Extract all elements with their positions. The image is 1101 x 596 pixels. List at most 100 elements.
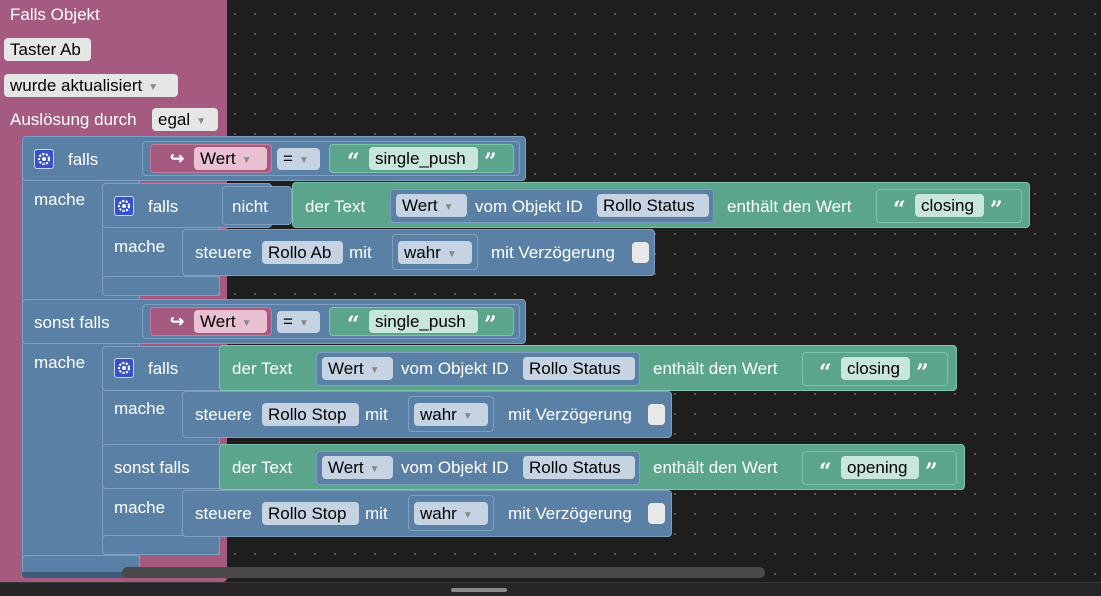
operator-dropdown[interactable]: =▼ <box>277 311 320 333</box>
wert-value: Wert <box>402 196 438 215</box>
wert-dropdown[interactable]: Wert▼ <box>396 194 467 217</box>
delay-checkbox[interactable] <box>648 503 665 524</box>
vom-objekt-id-label: vom Objekt ID <box>401 458 509 477</box>
mache-label: mache <box>114 399 166 418</box>
single-push-value: single_push <box>375 312 466 331</box>
inner-if-footer <box>102 535 220 555</box>
rollo-stop-value: Rollo Stop <box>268 504 347 523</box>
wert-value: Wert <box>328 458 364 477</box>
vom-objekt-id-label: vom Objekt ID <box>401 359 509 378</box>
dropdown-arrow-icon: ▼ <box>369 464 380 475</box>
delay-checkbox[interactable] <box>648 404 665 425</box>
wahr-value: wahr <box>404 243 441 262</box>
dropdown-arrow-icon: ▼ <box>446 249 457 260</box>
device-field[interactable]: Rollo Stop <box>262 403 359 426</box>
quote-icon: ” <box>990 197 1003 223</box>
object-id-field[interactable]: Rollo Status <box>523 357 635 380</box>
closing-value: closing <box>847 359 900 378</box>
opening-value: opening <box>847 458 908 477</box>
object-value: Taster Ab <box>10 40 81 59</box>
falls-label: falls <box>68 150 99 169</box>
wert-dropdown[interactable]: Wert ▼ <box>322 456 393 479</box>
wert-value: Wert <box>200 312 236 331</box>
trigger-dropdown[interactable]: wurde aktualisiert ▼ <box>4 74 178 97</box>
return-arrow-icon: ↪ <box>170 312 185 331</box>
egal-value: egal <box>158 110 191 129</box>
quote-icon: “ <box>819 459 832 485</box>
not-block[interactable] <box>222 186 292 225</box>
trigger-value: wurde aktualisiert <box>10 76 143 95</box>
falls-objekt-label: Falls Objekt <box>10 5 100 24</box>
steuere-label: steuere <box>195 243 252 262</box>
wert-dropdown[interactable]: Wert ▼ <box>194 310 267 333</box>
text-value-field[interactable]: closing <box>841 357 910 380</box>
mache-label: mache <box>34 190 86 209</box>
object-id-field[interactable]: Rollo Status <box>523 456 635 479</box>
falls-label: falls <box>148 197 179 216</box>
enthaelt-label: enthält den Wert <box>653 359 778 378</box>
boolean-dropdown[interactable]: wahr▼ <box>414 502 488 525</box>
mache-label: mache <box>114 498 166 517</box>
mache-label: mache <box>114 237 166 256</box>
object-field-taster-ab[interactable]: Taster Ab <box>4 38 91 61</box>
object-id-field[interactable]: Rollo Status <box>597 194 709 217</box>
mit-label: mit <box>349 243 372 262</box>
egal-dropdown[interactable]: egal▼ <box>152 108 218 131</box>
nicht-label: nicht <box>232 197 268 216</box>
enthaelt-label: enthält den Wert <box>727 197 852 216</box>
rollo-stop-value: Rollo Stop <box>268 405 347 424</box>
wert-dropdown[interactable]: Wert▼ <box>194 147 267 170</box>
quote-icon: “ <box>347 149 360 175</box>
quote-icon: “ <box>893 197 906 223</box>
sonst-falls-label: sonst falls <box>34 313 110 332</box>
gear-icon[interactable] <box>114 196 134 216</box>
gear-icon[interactable] <box>34 149 54 169</box>
quote-icon: ” <box>916 360 929 386</box>
device-field[interactable]: Rollo Ab <box>262 241 343 264</box>
resize-handle[interactable] <box>451 588 507 592</box>
device-field[interactable]: Rollo Stop <box>262 502 359 525</box>
bottom-panel-bar <box>0 582 1101 596</box>
steuere-label: steuere <box>195 504 252 523</box>
gear-icon[interactable] <box>114 358 134 378</box>
inner-if-footer <box>102 276 220 296</box>
text-value-field[interactable]: opening <box>841 456 919 479</box>
outer-if-shadow <box>22 572 140 578</box>
dropdown-arrow-icon: ▼ <box>241 318 252 329</box>
dropdown-arrow-icon: ▼ <box>369 365 380 376</box>
quote-icon: ” <box>925 459 938 485</box>
dropdown-arrow-icon: ▼ <box>462 411 473 422</box>
falls-label: falls <box>148 359 179 378</box>
boolean-dropdown[interactable]: wahr ▼ <box>398 241 472 264</box>
wert-dropdown[interactable]: Wert ▼ <box>322 357 393 380</box>
text-value-field[interactable]: closing <box>915 194 984 217</box>
boolean-dropdown[interactable]: wahr ▼ <box>414 403 488 426</box>
der-text-label: der Text <box>305 197 366 216</box>
dropdown-arrow-icon: ▼ <box>462 510 473 521</box>
wert-value: Wert <box>328 359 364 378</box>
operator-dropdown[interactable]: =▼ <box>277 148 320 170</box>
vom-objekt-id-label: vom Objekt ID <box>475 197 583 216</box>
rollo-ab-value: Rollo Ab <box>268 243 332 262</box>
single-push-value: single_push <box>375 149 466 168</box>
rollo-status-value: Rollo Status <box>529 359 621 378</box>
der-text-label: der Text <box>232 458 293 477</box>
mit-label: mit <box>365 504 388 523</box>
horizontal-scrollbar[interactable] <box>122 567 765 578</box>
dropdown-arrow-icon: ▼ <box>148 82 159 93</box>
return-arrow-icon: ↪ <box>170 149 185 168</box>
quote-icon: “ <box>819 360 832 386</box>
operator-value: = <box>283 149 293 168</box>
text-value-field[interactable]: single_push <box>369 147 478 170</box>
dropdown-arrow-icon: ▼ <box>241 155 252 166</box>
dropdown-arrow-icon: ▼ <box>298 155 309 166</box>
mache-label: mache <box>34 353 86 372</box>
sonst-falls-label: sonst falls <box>114 458 190 477</box>
ausloesung-label: Auslösung durch <box>10 110 137 129</box>
text-value-field[interactable]: single_push <box>369 310 478 333</box>
quote-icon: ” <box>484 149 497 175</box>
wahr-value: wahr <box>420 405 457 424</box>
rollo-status-value: Rollo Status <box>529 458 621 477</box>
delay-checkbox[interactable] <box>632 242 649 263</box>
quote-icon: ” <box>484 312 497 338</box>
